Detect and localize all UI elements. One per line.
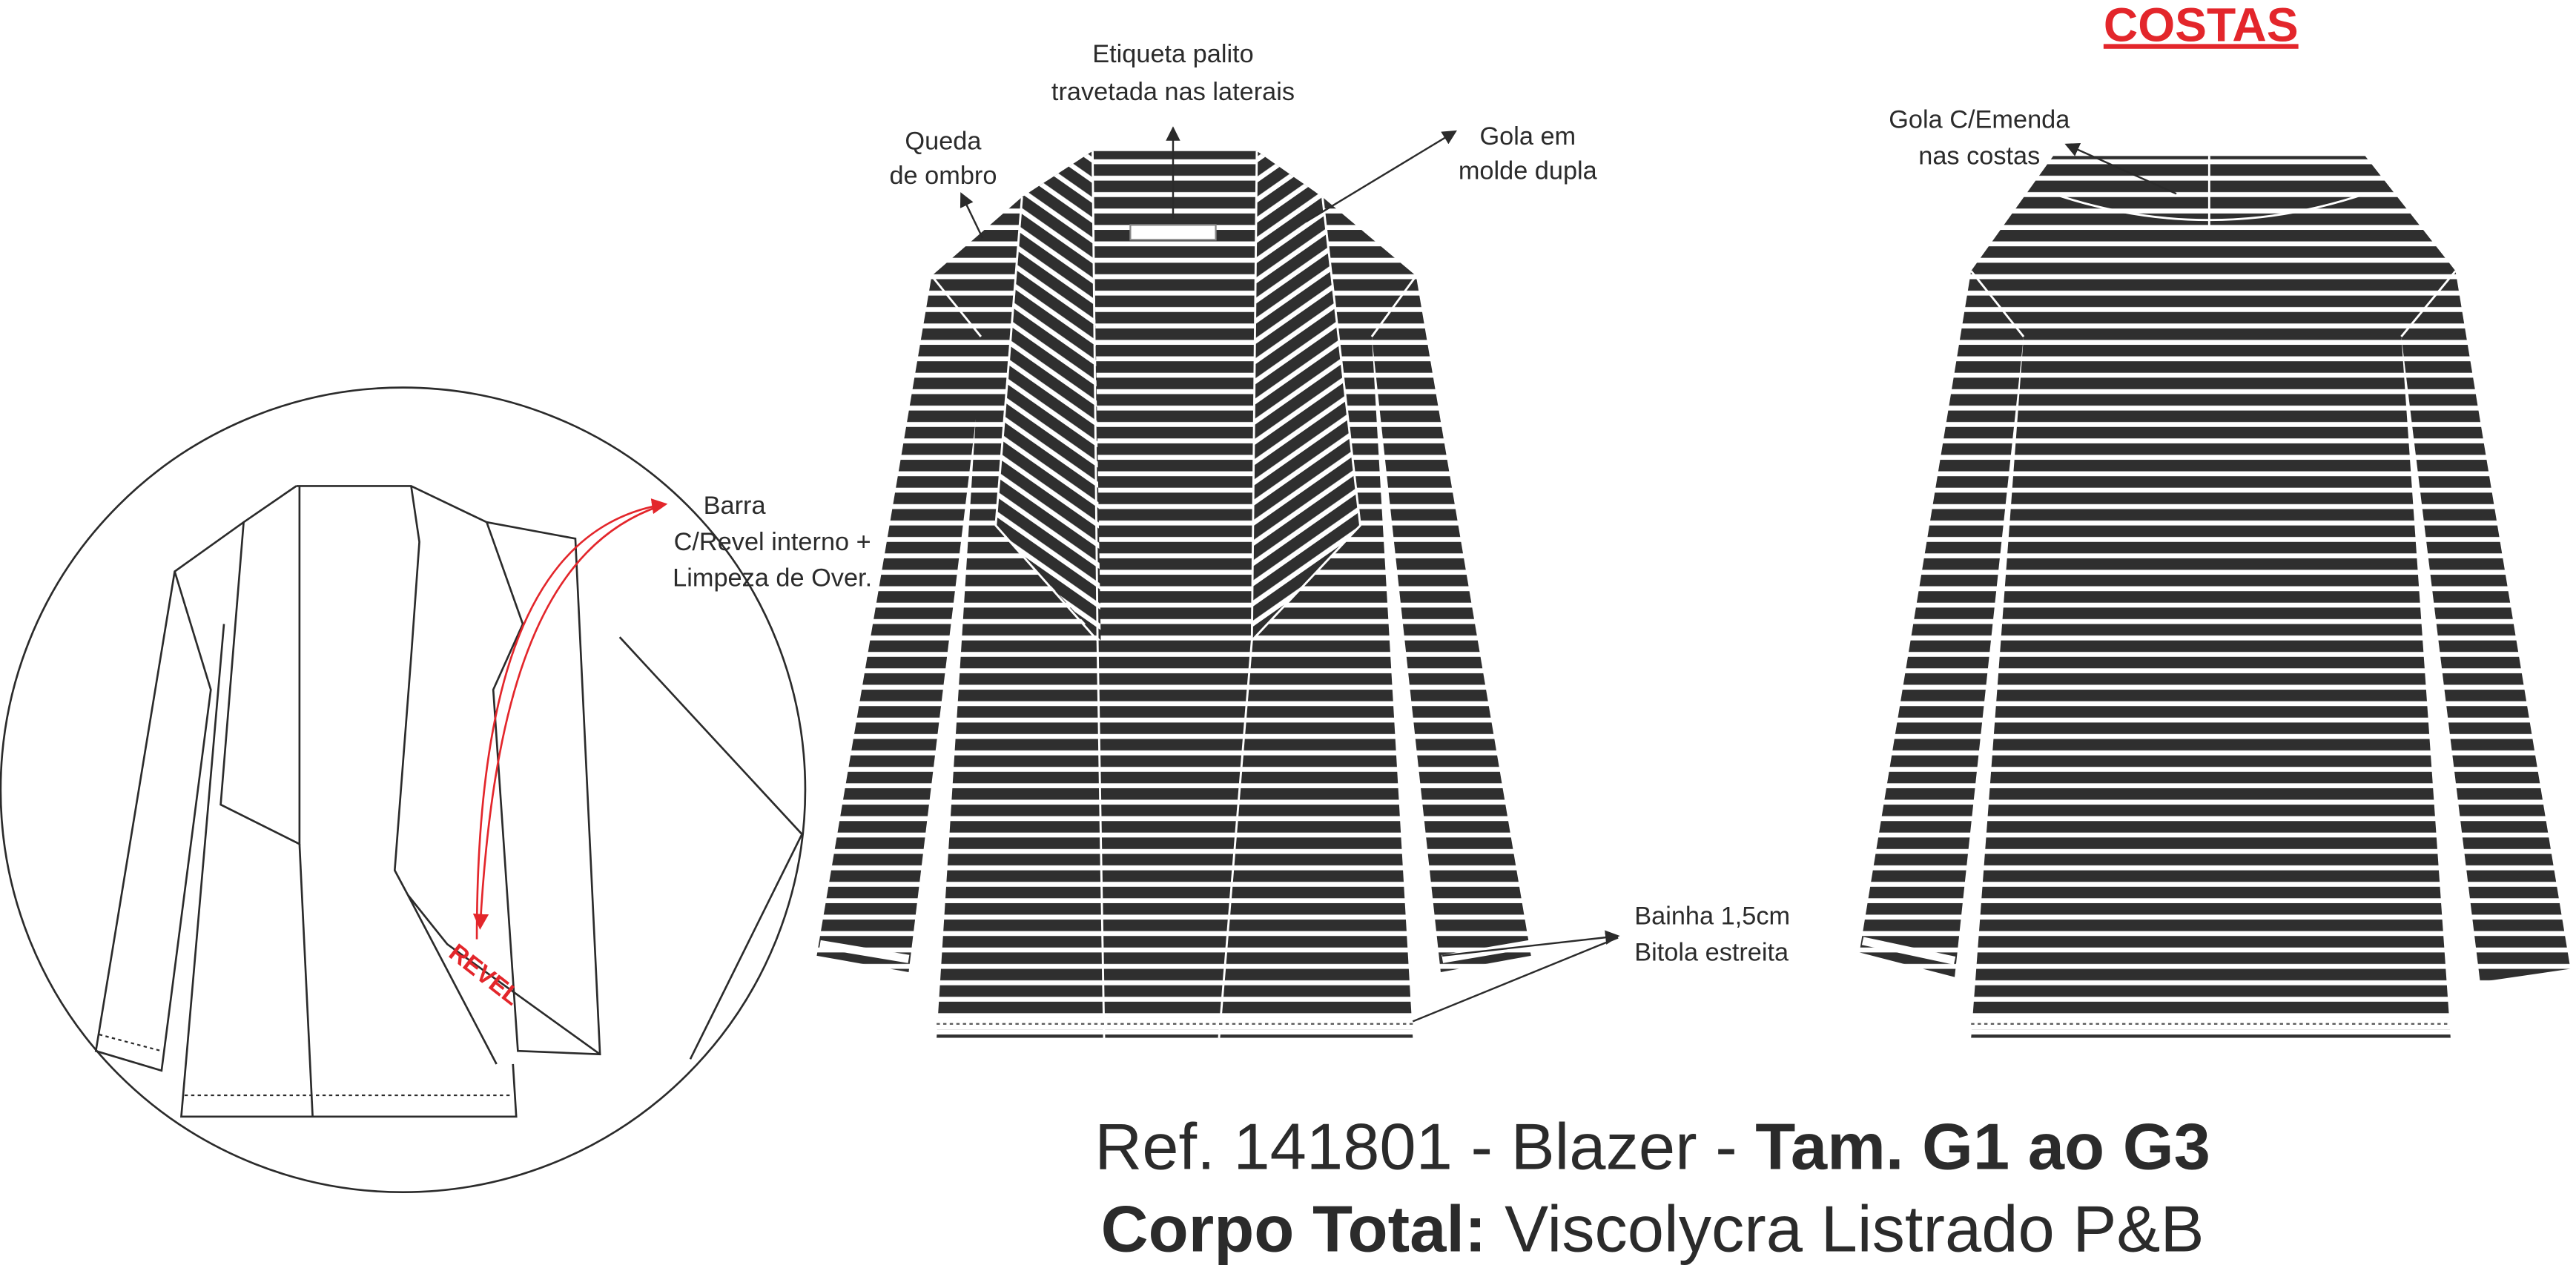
- reference-title: Ref. 141801 - Blazer - Tam. G1 ao G3: [1094, 1110, 2210, 1183]
- left-sleeve: [816, 276, 986, 972]
- queda-label-line1: Queda: [905, 128, 982, 156]
- gola-front-label-line2: molde dupla: [1459, 156, 1598, 185]
- front-garment-drawing: [816, 151, 1531, 1038]
- fabric-label: Corpo Total:: [1101, 1192, 1487, 1265]
- right-lapel: [1252, 151, 1361, 641]
- back-left-sleeve: [1859, 271, 2024, 977]
- back-body: [1971, 156, 2456, 1038]
- etiqueta-label-line1: Etiqueta palito: [1092, 40, 1253, 68]
- size-range: Tam. G1 ao G3: [1755, 1110, 2210, 1183]
- bainha-label-line1: Bainha 1,5cm: [1634, 902, 1790, 931]
- queda-label-line2: de ombro: [889, 162, 997, 190]
- detail-jacket-outline: [94, 485, 601, 1118]
- barra-label-line3: Limpeza de Over.: [673, 564, 872, 592]
- back-view-heading: COSTAS: [2104, 0, 2299, 51]
- red-callout-arrow-down: [472, 503, 667, 930]
- gola-back-label-line1: Gola C/Emenda: [1889, 106, 2070, 134]
- fabric-title: Corpo Total: Viscolycra Listrado P&B: [1101, 1192, 2205, 1265]
- front-body: [931, 151, 1416, 1038]
- barra-label-line2: C/Revel interno +: [674, 528, 871, 556]
- red-callout-arrow: [475, 498, 668, 940]
- back-garment-drawing: [1859, 156, 2571, 1038]
- detail-circle: REVEL: [0, 386, 807, 1193]
- label-tag: [1129, 224, 1217, 241]
- left-lapel: [995, 151, 1101, 641]
- etiqueta-label-line2: travetada nas laterais: [1051, 78, 1295, 106]
- fabric-value: Viscolycra Listrado P&B: [1486, 1192, 2204, 1265]
- callout-arrows: [960, 126, 2177, 1023]
- back-right-sleeve: [2401, 271, 2571, 983]
- gola-front-label-line1: Gola em: [1479, 122, 1576, 151]
- gola-back-label-line2: nas costas: [1918, 142, 2040, 170]
- right-sleeve: [1371, 276, 1531, 972]
- bainha-label-line2: Bitola estreita: [1634, 938, 1789, 966]
- reference-text: Ref. 141801 - Blazer -: [1094, 1110, 1755, 1183]
- barra-label-line1: Barra: [704, 492, 767, 520]
